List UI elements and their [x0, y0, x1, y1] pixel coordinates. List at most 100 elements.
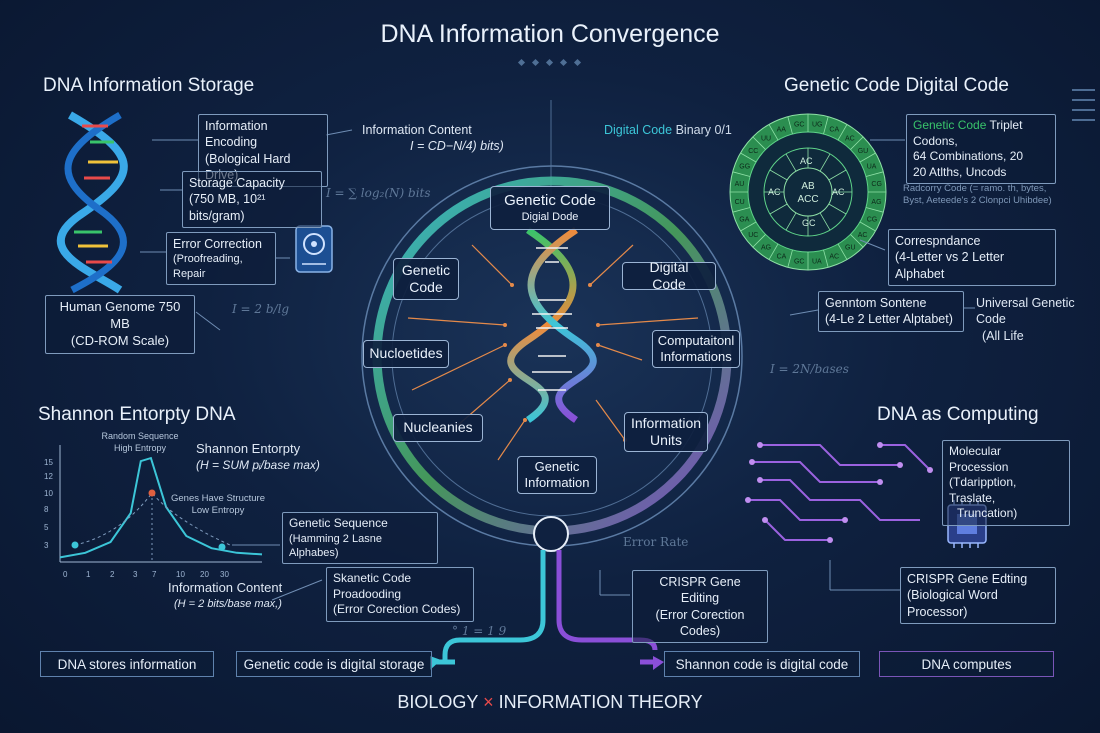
codon-label: AG	[871, 199, 881, 206]
genetom-box: Genntom Sontene (4-Le 2 Letter Alptabet)	[818, 291, 964, 332]
codon-label: GG	[739, 164, 750, 171]
node-nucleanies: Nucleanies	[393, 414, 483, 442]
codon-label: AC	[845, 135, 855, 142]
point-low	[71, 541, 79, 549]
codon-label: GC	[794, 122, 805, 129]
point-structure	[218, 543, 226, 551]
digital-code-label: Digital Code Binary 0/1	[604, 123, 732, 137]
genetic-sequence-box: Genetic Sequence (Hamming 2 Lasne Alphab…	[282, 512, 438, 565]
codon-label: CG	[867, 216, 878, 223]
codon-label: AA	[777, 126, 787, 133]
codon-box: Genetic Code Triplet Codons, 64 Combinat…	[906, 114, 1056, 185]
bottom-genetic-code: Genetic code is digital storage	[236, 651, 432, 677]
bottom-shannon-code: Shannon code is digital code	[664, 651, 860, 677]
codon-label: UC	[748, 232, 758, 239]
wheel-spoke	[787, 116, 793, 135]
x-tick-label: 20	[200, 570, 209, 579]
wheel-inner-spoke	[819, 212, 831, 231]
node-nucleotides: Nucloetides	[363, 340, 449, 368]
wheel-spoke	[740, 152, 757, 163]
codon-label: CU	[735, 199, 745, 206]
crispr-right-box: CRISPR Gene Edting (Biological Word Proc…	[900, 567, 1056, 624]
codon-label: AG	[761, 245, 771, 252]
heading-shannon: Shannon Entorpty DNA	[38, 404, 236, 425]
y-tick-label: 8	[44, 505, 49, 514]
node-genetic-information: Genetic Information	[517, 456, 597, 494]
x-tick-label: 0	[63, 570, 68, 579]
wheel-spoke	[850, 136, 864, 150]
codon-label: GA	[739, 216, 749, 223]
redundancy-label: Radcorry Code (= ramo. th, bytes, Byst, …	[903, 183, 1052, 207]
correspondence-box: Correspndance (4-Letter vs 2 Letter Alph…	[888, 229, 1056, 286]
codon-label: CA	[777, 254, 787, 261]
wheel-spoke	[837, 124, 848, 141]
node-computational: Computaitonl Informations	[652, 330, 740, 368]
faint-formula-3: I = 2N/bases	[770, 362, 849, 376]
wheel-inner-spoke	[769, 203, 788, 215]
human-genome-box: Human Genome 750 MB (CD-ROM Scale)	[45, 295, 195, 354]
universal-code-label: Universal Genetic Code (All Life	[976, 296, 1075, 343]
wheel-spoke	[752, 234, 766, 248]
bottom-dna-stores: DNA stores information	[40, 651, 214, 677]
tagline-left: BIOLOGY	[397, 692, 479, 712]
center-helix-icon	[507, 227, 597, 423]
faint-formula-2: I = 2 b/lg	[232, 302, 290, 316]
wheel-spoke	[768, 243, 779, 260]
storage-helix-icon	[57, 111, 128, 294]
molecular-processing-box: Molecular Procession (Tdaripption, Trasl…	[942, 440, 1070, 526]
wheel-inner-2: AC	[768, 187, 781, 197]
bottom-dna-computes: DNA computes	[879, 651, 1054, 677]
y-tick-label: 15	[44, 458, 53, 467]
wheel-inner-spoke	[819, 153, 831, 172]
hard-drive-icon	[295, 225, 333, 273]
skanetic-code-box: Skanetic Code Proadooding (Error Corecti…	[326, 567, 474, 622]
y-tick-label: 10	[44, 489, 53, 498]
codon-label: GU	[858, 148, 869, 155]
node-digital-code: Digital Code	[622, 259, 716, 292]
circuit-traces-icon	[748, 444, 931, 541]
x-tick-label: 7	[152, 570, 157, 579]
heading-storage: DNA Information Storage	[43, 75, 255, 96]
codon-label: UG	[812, 122, 823, 129]
codon-label: UA	[812, 258, 822, 265]
wheel-spoke	[850, 234, 864, 248]
faint-formula-4: ° 1 = 1 9	[452, 624, 507, 638]
codon-label: AC	[858, 232, 868, 239]
chart-annotation-structure: Genes Have Structure Low Entropy	[171, 493, 265, 517]
codon-label: UA	[867, 164, 877, 171]
x-tick-label: 1	[86, 570, 91, 579]
wheel-inner-spoke	[769, 169, 788, 181]
wheel-inner-1: AC	[800, 156, 813, 166]
heading-computing: DNA as Computing	[877, 404, 1039, 425]
heading-genetic-code: Genetic Code Digital Code	[784, 75, 1009, 96]
node-genetic-code-top: Genetic Code Digial Dode	[490, 186, 610, 230]
x-tick-label: 2	[110, 570, 115, 579]
codon-label: AU	[735, 181, 745, 188]
wheel-spoke	[752, 136, 766, 150]
wheel-spoke	[787, 249, 793, 268]
codon-label: GC	[794, 258, 805, 265]
node-genetic-code: Genetic Code	[393, 258, 459, 300]
wheel-spoke	[823, 116, 829, 135]
box-title: Information Encoding	[205, 119, 268, 150]
wheel-center-label: AB ACC	[797, 181, 819, 205]
node-information-units: Information Units	[624, 412, 708, 452]
codon-label: CA	[829, 126, 839, 133]
crispr-left-box: CRISPR Gene Editing (Error Corection Cod…	[632, 570, 768, 643]
wheel-spoke	[732, 171, 751, 177]
y-tick-label: 5	[44, 523, 49, 532]
wheel-spoke	[859, 152, 876, 163]
shannon-entropy-label: Shannon Entorpty (H = SUM pᵢ/base max)	[196, 441, 320, 472]
page-title: DNA Information Convergence	[380, 20, 720, 48]
codon-label: CC	[748, 148, 758, 155]
tagline: BIOLOGY × INFORMATION THEORY	[0, 692, 1100, 713]
wheel-inner-spoke	[828, 203, 847, 215]
wheel-inner-spoke	[785, 212, 797, 231]
wheel-inner-3: GC	[802, 218, 816, 228]
wheel-inner-spoke	[785, 153, 797, 172]
x-tick-label: 30	[220, 570, 229, 579]
codon-label: UU	[761, 135, 771, 142]
point-peak	[148, 489, 156, 497]
title-ornament	[517, 58, 582, 67]
